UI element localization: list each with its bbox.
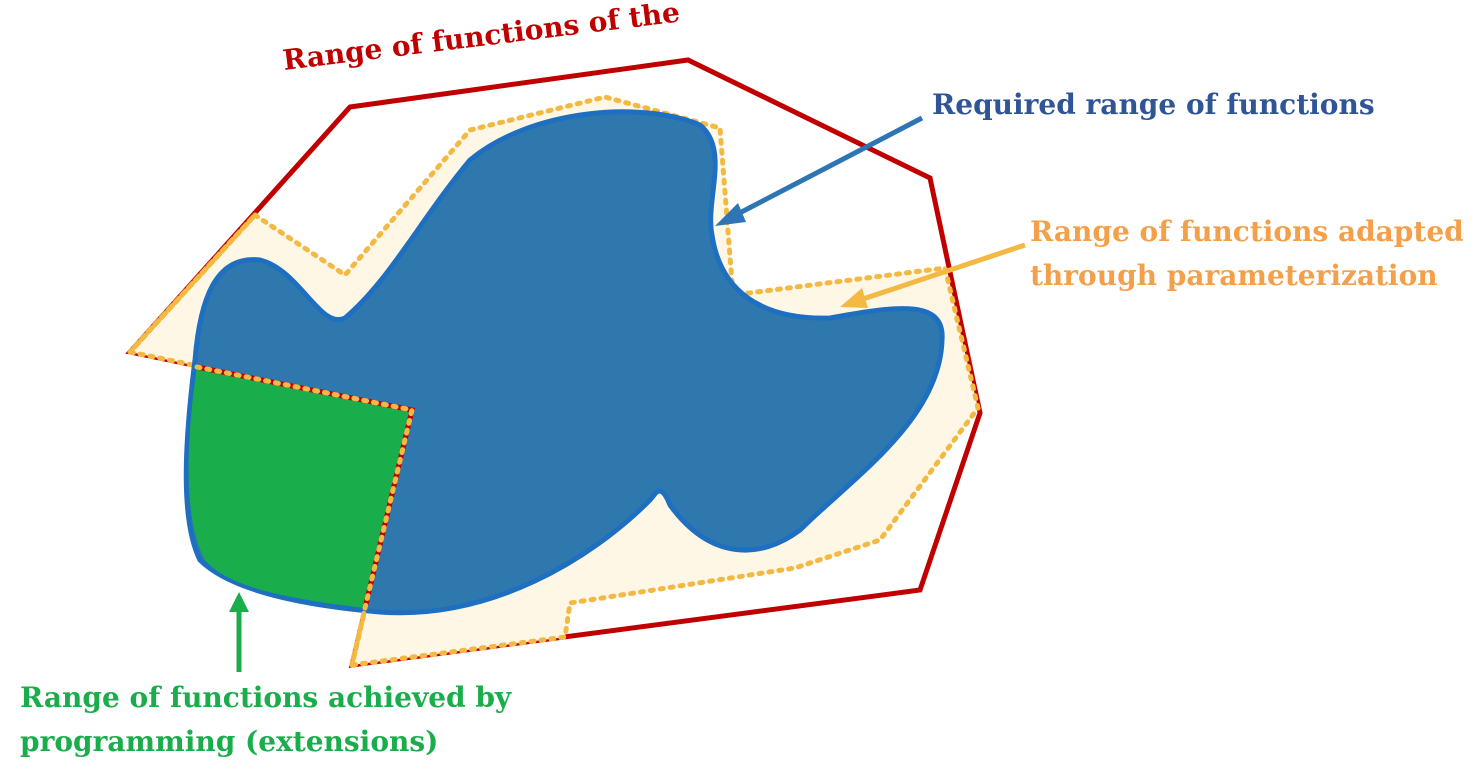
programming-range-label: Range of functions achieved by programmi… — [20, 676, 511, 764]
required-range-label: Required range of functions — [932, 88, 1375, 121]
required-arrow — [715, 115, 924, 226]
parameterization-arrow — [840, 242, 1026, 308]
programming-label-line2: programming (extensions) — [20, 725, 439, 758]
parameterization-range-label: Range of functions adapted through param… — [1030, 210, 1464, 298]
programming-arrow — [229, 592, 249, 672]
parameterization-label-line2: through parameterization — [1030, 259, 1438, 292]
programming-label-line1: Range of functions achieved by — [20, 681, 512, 714]
programming-range-area — [188, 367, 412, 608]
parameterization-label-line1: Range of functions adapted — [1030, 215, 1464, 248]
